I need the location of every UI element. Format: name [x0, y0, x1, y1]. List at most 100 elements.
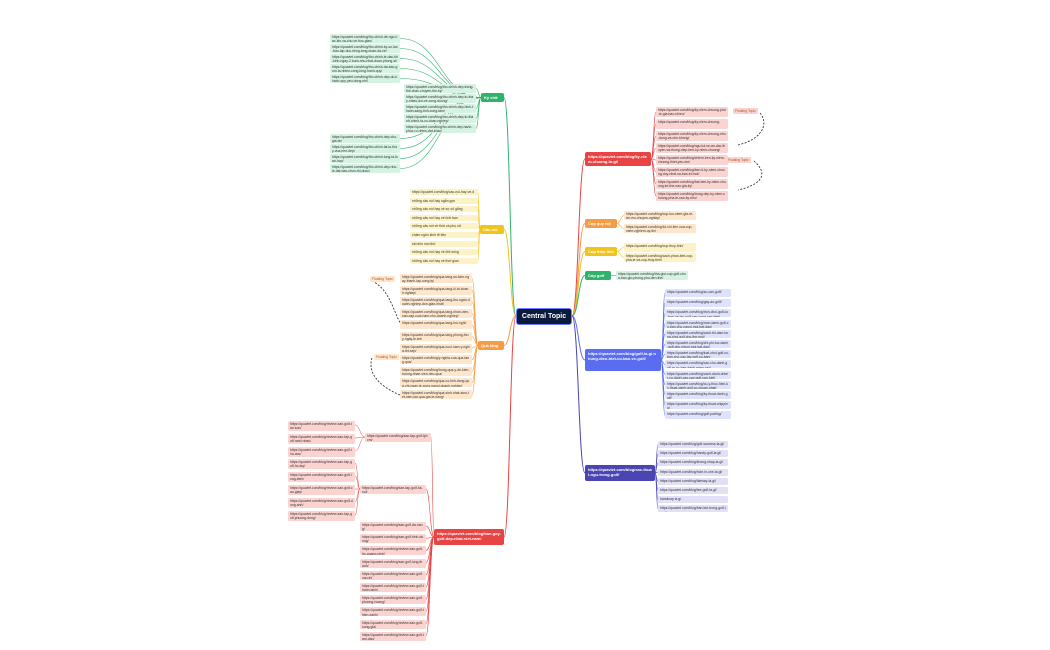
subtopic-item[interactable]: https://quaviet.com/blog/qua-tang-thu-ng… [400, 297, 472, 307]
subtopic-item[interactable]: https://quaviet.com/blog/tho-chinh-dep-d… [330, 74, 400, 83]
subtopic-item[interactable]: handicap la gi [658, 496, 728, 504]
subtopic-item[interactable]: https://quaviet.com/blog/san-golf-long-t… [360, 558, 426, 568]
leaf-item[interactable]: https://quaviet.com/blog/review-san-tap-… [288, 511, 355, 521]
subtopic-item[interactable]: https://quaviet.com/blog/golf-success-la… [658, 441, 728, 448]
floating-topic[interactable]: Floating Topic [726, 157, 751, 163]
subtopic-item[interactable]: https://quaviet.com/blog/cu-y-thuc-hien-… [665, 380, 731, 389]
subtopic-item[interactable]: https://quaviet.com/blog/san-golf-da-nan… [360, 522, 426, 531]
subtopic-item[interactable]: https://quaviet.com/blog/tho-chinh-dep-t… [404, 94, 476, 103]
subtopic-item[interactable]: https://quaviet.com/blog/tho-chinh-dep-h… [404, 104, 476, 113]
subtopic-item[interactable]: https://quaviet.com/blog/cup-luu-niem-gi… [624, 211, 696, 220]
subtopic-item[interactable]: https://quaviet.com/blog/ky-niem-chuong-… [656, 131, 728, 141]
subtopic-item[interactable]: https://quaviet.com/blog/mon-danh-golf-c… [665, 319, 731, 328]
leaf-item[interactable]: https://quaviet.com/blog/review-san-golf… [288, 447, 355, 457]
subtopic-item[interactable]: https://quaviet.com/blog/tho-chinh-ky-so… [330, 44, 400, 53]
subtopic-item[interactable]: https://quaviet.com/blog/cac-cho-danh-go… [665, 360, 731, 369]
subtopic-group[interactable]: https://quaviet.com/blog/san-tap-golf-ha… [360, 485, 426, 494]
subtopic-item[interactable]: https://quaviet.com/blog/review-san-golf… [360, 595, 426, 605]
subtopic-item[interactable]: https://quaviet.com/blog/chiem-ben-ky-ni… [656, 155, 728, 165]
subtopic-item[interactable]: https://quaviet.com/blog/luat-choi-golf-… [665, 350, 731, 359]
subtopic-item[interactable]: https://quaviet.com/blog/qua-tang-hoi-ng… [400, 320, 472, 330]
floating-topic[interactable]: Floating Topic [374, 354, 399, 360]
subtopic-item[interactable]: https://quaviet.com/blog/ky-niem-chuong- [656, 119, 728, 129]
subtopic-item[interactable]: https://quaviet.com/blog/tha-gioi-cup-go… [616, 271, 688, 280]
subtopic-item[interactable]: https://quaviet.com/blog/review-san-golf… [360, 631, 426, 641]
subtopic-item[interactable]: https://quaviet.com/blog/review-san-golf… [360, 570, 426, 580]
subtopic-item[interactable]: https://quaviet.com/blog/ky-niem-chuong-… [656, 107, 728, 117]
leaf-item[interactable]: https://quaviet.com/blog/review-san-golf… [288, 498, 355, 508]
floating-topic[interactable]: Floating Topic [733, 108, 758, 114]
subtopic-item[interactable]: https://quaviet.com/blog/handy-golf-la-g… [658, 450, 728, 458]
subtopic-item[interactable]: https://quaviet.com/blog/so-can-golf/ [665, 289, 731, 297]
subtopic-item[interactable]: https://quaviet.com/blog/ky-thuat-chippi… [665, 401, 731, 410]
subtopic-item[interactable]: https://quaviet.com/blog/review-san-golf… [360, 607, 426, 617]
subtopic-item[interactable]: stt nhìn mọi thứ [410, 240, 478, 247]
subtopic-item[interactable]: https://quaviet.com/blog/cach-phan-biet-… [624, 253, 696, 262]
subtopic-item[interactable]: https://quaviet.com/blog/chi-phi-tuc-dan… [665, 340, 731, 348]
main-topic-thuat-ngu[interactable]: https://quaviet.com/blog/ky-niem-chuong-… [585, 152, 651, 166]
subtopic-item[interactable]: https://quaviet.com/blog/golf-putting/ [665, 411, 731, 420]
subtopic-item[interactable]: https://quaviet.com/blog/qua-cuoi-nam-y-… [400, 343, 472, 353]
main-topic-ban-gay-golf[interactable]: https://quaviet.com/blog/ban-gay-golf-de… [434, 529, 504, 545]
subtopic-item[interactable]: https://quaviet.com/blog/tho-chinh-long-… [330, 154, 400, 163]
subtopic-item[interactable]: https://quaviet.com/blog/qua-tang-ki-tri… [400, 285, 472, 295]
subtopic-item[interactable]: https://quaviet.com/blog/tho-chinh-dep-n… [330, 164, 400, 173]
subtopic-item[interactable]: https://quaviet.com/blog/review-san-golf… [360, 546, 426, 556]
subtopic-item[interactable]: https://quaviet.com/blog/ben-ti-ky-niem-… [656, 167, 728, 177]
subtopic-item[interactable]: https://quaviet.com/blog/trung-qua-y-de-… [400, 366, 472, 376]
subtopic-item[interactable]: https://quaviet.com/blog/tho-chinh-le-da… [330, 54, 400, 63]
main-topic-golf-la-gi[interactable]: https://quaviet.com/blog/golf-la-gi-nhun… [585, 349, 661, 371]
subtopic-group[interactable]: https://quaviet.com/blog/san-tap-golf-tp… [365, 433, 431, 442]
subtopic-item[interactable]: https://quaviet.com/blog/qua-tang-phong-… [400, 332, 472, 341]
main-topic-ky-chu[interactable]: Ký chữ [481, 93, 504, 102]
leaf-item[interactable]: https://quaviet.com/blog/review-san-golf… [288, 485, 355, 495]
subtopic-item[interactable]: https://quaviet.com/blog/tho-chinh-da-ba… [330, 64, 400, 73]
subtopic-item[interactable]: https://quaviet.com/blog/cach-danh-drive… [665, 370, 731, 379]
subtopic-item[interactable]: https://quaviet.com/blog/loi-chi-tien-cu… [624, 224, 696, 233]
subtopic-item[interactable]: https://quaviet.com/blog/cach-thi-dam-bo… [665, 329, 731, 338]
subtopic-item[interactable]: https://quaviet.com/blog/review-san-golf… [360, 583, 426, 592]
main-topic-cup-thuy-tinh[interactable]: Cúp thủy tinh [585, 247, 617, 256]
subtopic-item[interactable]: châm ngôn kinh tế tiền [410, 232, 478, 238]
leaf-item[interactable]: https://quaviet.com/blog/review-san-tap-… [288, 459, 355, 469]
subtopic-item[interactable]: những câu nói hay về thời gian [410, 257, 478, 264]
subtopic-item[interactable]: https://quaviet.com/blog/tron-choi-golf-… [665, 309, 731, 318]
subtopic-item[interactable]: https://quaviet.com/blog/fairway-la-gi/ [658, 477, 728, 485]
subtopic-item[interactable]: https://quaviet.com/blog/cau-noi-hay-ve-… [410, 189, 478, 195]
leaf-item[interactable]: https://quaviet.com/blog/review-san-golf… [288, 421, 355, 431]
subtopic-item[interactable]: https://quaviet.com/blog/qua-tang-nhan-v… [400, 308, 472, 318]
subtopic-item[interactable]: https://quaviet.com/blog/cup-thuy-tinh/ [624, 243, 696, 252]
subtopic-item[interactable]: https://quaviet.com/blog/san-golf-binh-d… [360, 534, 426, 544]
subtopic-item[interactable]: những câu nói hay về tình bạn [410, 214, 478, 221]
subtopic-item[interactable]: https://quaviet.com/blog/gay-ao-golf/ [665, 299, 731, 308]
subtopic-item[interactable]: https://quaviet.com/blog/qua-co-tinh-don… [400, 378, 472, 388]
subtopic-item[interactable]: https://quaviet.com/blog/ban-tee-trong-g… [658, 505, 728, 513]
subtopic-item[interactable]: https://quaviet.com/blog/tho-chinh-dep-t… [404, 114, 476, 123]
main-topic-cau-noi[interactable]: Câu nói [480, 225, 504, 234]
subtopic-item[interactable]: https://quaviet.com/blog/hole-in-one-la-… [658, 468, 728, 476]
subtopic-item[interactable]: https://quaviet.com/blog/tho-chinh-lai-t… [330, 144, 400, 153]
subtopic-item[interactable]: https://quaviet.com/blog/tho-chinh-dep-c… [330, 134, 400, 143]
subtopic-item[interactable]: những câu nói hay về sự cố gắng [410, 206, 478, 213]
subtopic-item[interactable]: https://quaviet.com/blog/review-san-golf… [360, 619, 426, 629]
subtopic-item[interactable]: https://quaviet.com/blog/bat-ben-ky-niem… [656, 179, 728, 189]
main-topic-cup-golf[interactable]: Cúp golf [585, 271, 611, 280]
subtopic-item[interactable]: những câu nói hay ngắn gọn [410, 197, 478, 204]
subtopic-item[interactable]: https://quaviet.com/blog/qua-tang-su-kie… [400, 274, 472, 283]
subtopic-item[interactable]: https://quaviet.com/blog/tee-golf-la-gi/ [658, 487, 728, 494]
subtopic-item[interactable]: những câu nói hay về đời sống [410, 249, 478, 256]
subtopic-item[interactable]: https://quaviet.com/blog/ho-chinh-dep-ha… [404, 124, 476, 133]
subtopic-item[interactable]: https://quaviet.com/blog/tho-chinh-de-ng… [330, 34, 400, 43]
leaf-item[interactable]: https://quaviet.com/blog/review-san-golf… [288, 472, 355, 482]
subtopic-item[interactable]: những câu nói về thời và phụ nữ [410, 223, 478, 230]
subtopic-item[interactable]: https://quaviet.com/blog/trung-dep-ky-ni… [656, 191, 728, 201]
subtopic-item[interactable]: https://quaviet.com/blog/ngu-tui-ve-an-d… [656, 143, 728, 153]
central-topic[interactable]: Central Topic [516, 308, 572, 325]
subtopic-item[interactable]: https://quaviet.com/blog/tho-chinh-dep-t… [404, 84, 476, 93]
main-topic-qua-tang[interactable]: Quà tặng [478, 341, 504, 350]
leaf-item[interactable]: https://quaviet.com/blog/review-san-tap-… [288, 434, 355, 444]
main-topic-thuat-ngu-golf[interactable]: https://quaviet.com/blog/cac-thuat-ngu-t… [585, 465, 655, 481]
subtopic-item[interactable]: https://quaviet.com/blog/qua-sinh-nhat-s… [400, 390, 472, 399]
floating-topic[interactable]: Floating Topic [370, 276, 395, 282]
subtopic-item[interactable]: https://quaviet.com/blog/ky-thuat-danh-g… [665, 391, 731, 399]
